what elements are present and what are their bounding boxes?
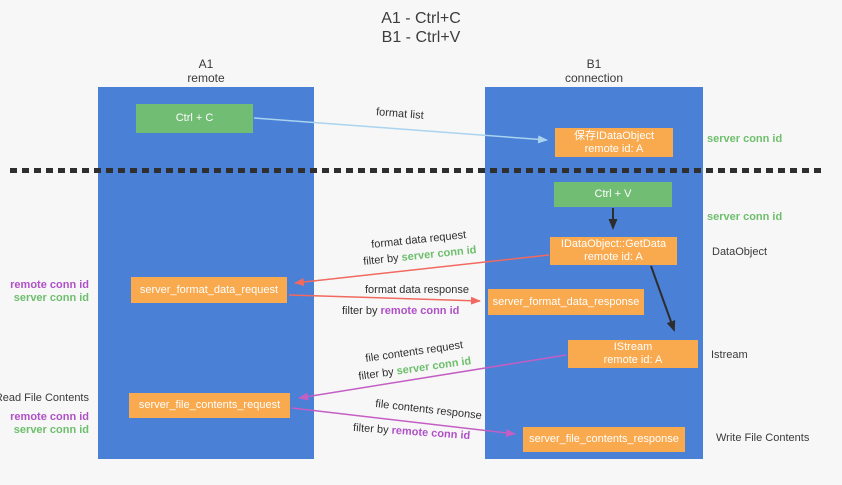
format-list-edge-label: format list	[375, 106, 425, 122]
format-response-filter-label: filter by remote conn id	[342, 305, 459, 317]
istream-box: IStream remote id: A	[568, 340, 698, 368]
save-dataobject-line2: remote id: A	[584, 142, 644, 155]
istream-side-label: Istream	[711, 349, 748, 361]
diagram-title: A1 - Ctrl+C B1 - Ctrl+V	[0, 9, 842, 47]
format-server-conn-id-label: server conn id	[13, 292, 89, 304]
ctrl-v-box: Ctrl + V	[554, 182, 672, 207]
save-dataobject-box: 保存IDataObject remote id: A	[555, 128, 673, 157]
format-request-filter-key: server conn id	[400, 244, 478, 264]
istream-line1: IStream	[613, 341, 653, 353]
save-dataobject-line1: 保存IDataObject	[573, 129, 655, 142]
ctrl-c-label: Ctrl + C	[175, 112, 214, 124]
write-file-contents-label: Write File Contents	[716, 432, 810, 444]
format-response-filter-key: remote conn id	[380, 305, 460, 317]
istream-line2: remote id: A	[603, 354, 663, 366]
file-contents-response-edge-label: file contents response	[374, 397, 483, 423]
read-file-contents-label: Read File Contents	[0, 392, 89, 404]
lane-b1-name: B1	[586, 57, 602, 71]
getdata-box: IDataObject::GetData remote id: A	[550, 237, 677, 265]
server-file-contents-request-label: server_file_contents_request	[138, 399, 281, 411]
server-file-contents-response-box: server_file_contents_response	[523, 427, 685, 452]
dataobject-label: DataObject	[712, 246, 768, 258]
file-server-conn-id-label: server conn id	[13, 424, 89, 436]
server-conn-id-top-label: server conn id	[707, 133, 783, 145]
server-file-contents-request-box: server_file_contents_request	[129, 393, 290, 418]
server-file-contents-response-label: server_file_contents_response	[529, 433, 679, 445]
lane-a1-name: A1	[198, 57, 214, 71]
lane-a1-subtitle: remote	[187, 71, 225, 85]
server-format-data-request-box: server_format_data_request	[131, 277, 287, 303]
lane-header-b1: B1 connection	[485, 57, 703, 85]
dotted-separator-line	[10, 168, 823, 173]
ctrl-c-box: Ctrl + C	[136, 104, 253, 133]
server-format-data-response-box: server_format_data_response	[488, 289, 644, 315]
title-line-2: B1 - Ctrl+V	[381, 29, 461, 46]
ctrl-v-label: Ctrl + V	[594, 188, 632, 200]
title-line-1: A1 - Ctrl+C	[381, 10, 461, 27]
server-format-data-response-label: server_format_data_response	[492, 295, 640, 308]
getdata-line1: IDataObject::GetData	[560, 238, 667, 250]
file-request-filter-prefix: filter by	[357, 365, 398, 383]
format-data-response-edge-label: format data response	[365, 284, 469, 296]
getdata-line2: remote id: A	[584, 251, 643, 263]
format-response-filter-prefix: filter by	[342, 305, 381, 317]
lane-header-a1: A1 remote	[98, 57, 314, 85]
server-format-data-request-label: server_format_data_request	[139, 283, 279, 296]
file-response-filter-prefix: filter by	[352, 421, 392, 437]
lane-b1-subtitle: connection	[564, 71, 624, 85]
format-remote-conn-id-label: remote conn id	[10, 279, 89, 291]
file-response-filter-label: filter by remote conn id	[353, 422, 471, 442]
format-request-filter-prefix: filter by	[362, 251, 403, 268]
file-remote-conn-id-label: remote conn id	[10, 411, 89, 423]
file-response-filter-key: remote conn id	[391, 424, 471, 443]
server-conn-id-mid-label: server conn id	[707, 211, 783, 223]
